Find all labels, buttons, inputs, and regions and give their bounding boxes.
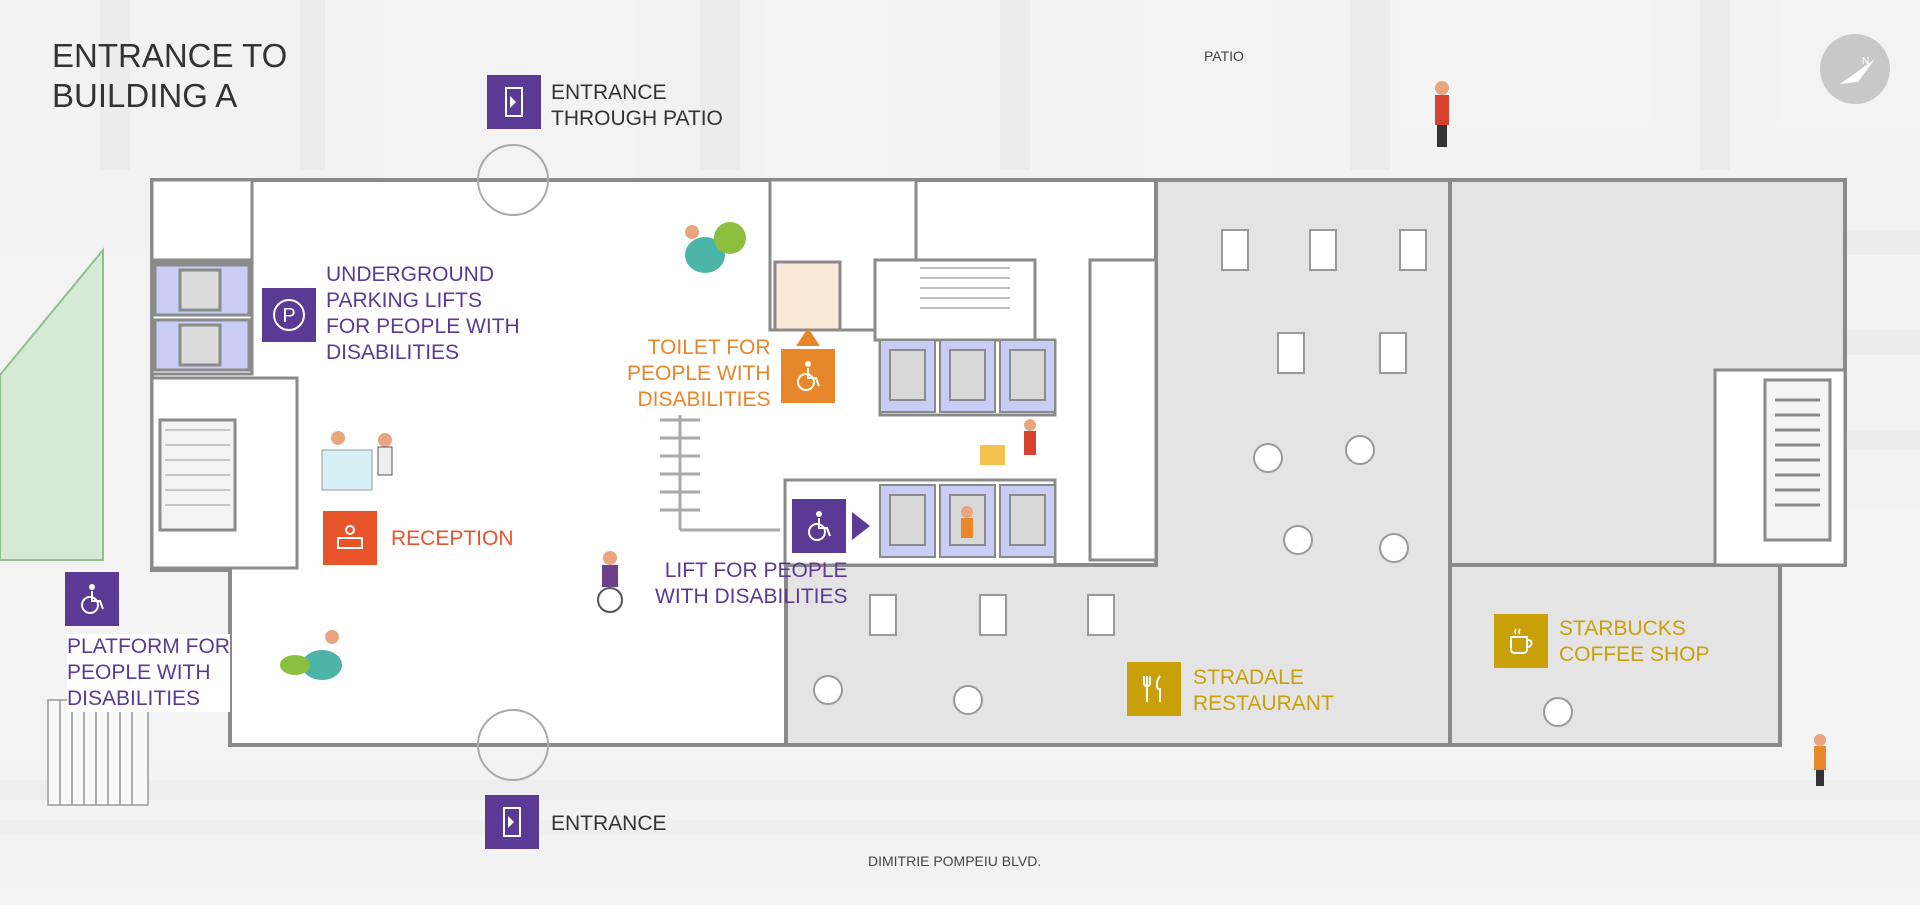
platform-stairs: [47, 699, 149, 806]
svg-text:N: N: [1862, 56, 1869, 67]
main-entrance-marker[interactable]: [485, 795, 539, 849]
lift-pointer-icon: [852, 512, 870, 540]
reception-desk-icon: [337, 525, 363, 549]
coffee-cup-icon: [1510, 628, 1533, 654]
reception-label: RECEPTION: [391, 527, 514, 550]
entrance-patio-label: ENTRANCE THROUGH PATIO: [551, 81, 723, 130]
left-service-rooms: [150, 178, 299, 570]
toilet-label: TOILET FOR PEOPLE WITH DISABILITIES: [627, 336, 771, 411]
wheelchair-icon: [797, 361, 820, 391]
wheelchair-icon: [81, 584, 104, 614]
left-stair-lines: [165, 429, 230, 506]
restaurant-marker[interactable]: [1127, 662, 1181, 716]
toilet-pointer-icon: [796, 328, 820, 346]
reception-marker[interactable]: [323, 511, 377, 565]
platform-label: PLATFORM FOR PEOPLE WITH DISABILITIES: [67, 634, 230, 712]
wheelchair-icon: [808, 511, 831, 541]
parking-lifts-marker[interactable]: P: [262, 288, 316, 342]
parking-lifts-label: UNDERGROUND PARKING LIFTS FOR PEOPLE WIT…: [326, 263, 520, 364]
fork-knife-icon: [1143, 675, 1161, 702]
entrance-doors: [477, 144, 549, 781]
street-label-patio: PATIO: [1204, 48, 1244, 64]
coffee-shop-marker[interactable]: [1494, 614, 1548, 668]
coffee-shop-label: STARBUCKS COFFEE SHOP: [1559, 617, 1710, 666]
entrance-door-icon: [503, 807, 521, 837]
restaurant-label: STRADALE RESTAURANT: [1193, 666, 1334, 715]
main-entrance-label: ENTRANCE: [551, 812, 667, 835]
platform-marker[interactable]: [65, 572, 119, 626]
toilet-marker[interactable]: [781, 349, 835, 403]
restaurant-tables: [813, 229, 1573, 727]
people-figures: [280, 81, 1826, 786]
page-title: ENTRANCE TO BUILDING A: [52, 37, 288, 114]
entrance-patio-marker[interactable]: [487, 75, 541, 129]
street-label-boulevard: DIMITRIE POMPEIU BLVD.: [868, 853, 1042, 869]
central-stairs: [920, 267, 1010, 309]
lift-group-upper: [879, 339, 1056, 413]
parking-icon: P: [273, 299, 305, 331]
green-area: [0, 247, 104, 561]
ramp: [660, 415, 780, 532]
entrance-door-icon: [505, 87, 523, 117]
compass-icon: N: [1820, 34, 1890, 104]
svg-text:P: P: [282, 305, 295, 327]
right-stairs: [1713, 368, 1847, 567]
lift-label: LIFT FOR PEOPLE WITH DISABILITIES: [655, 559, 848, 608]
lift-marker[interactable]: [792, 499, 846, 553]
